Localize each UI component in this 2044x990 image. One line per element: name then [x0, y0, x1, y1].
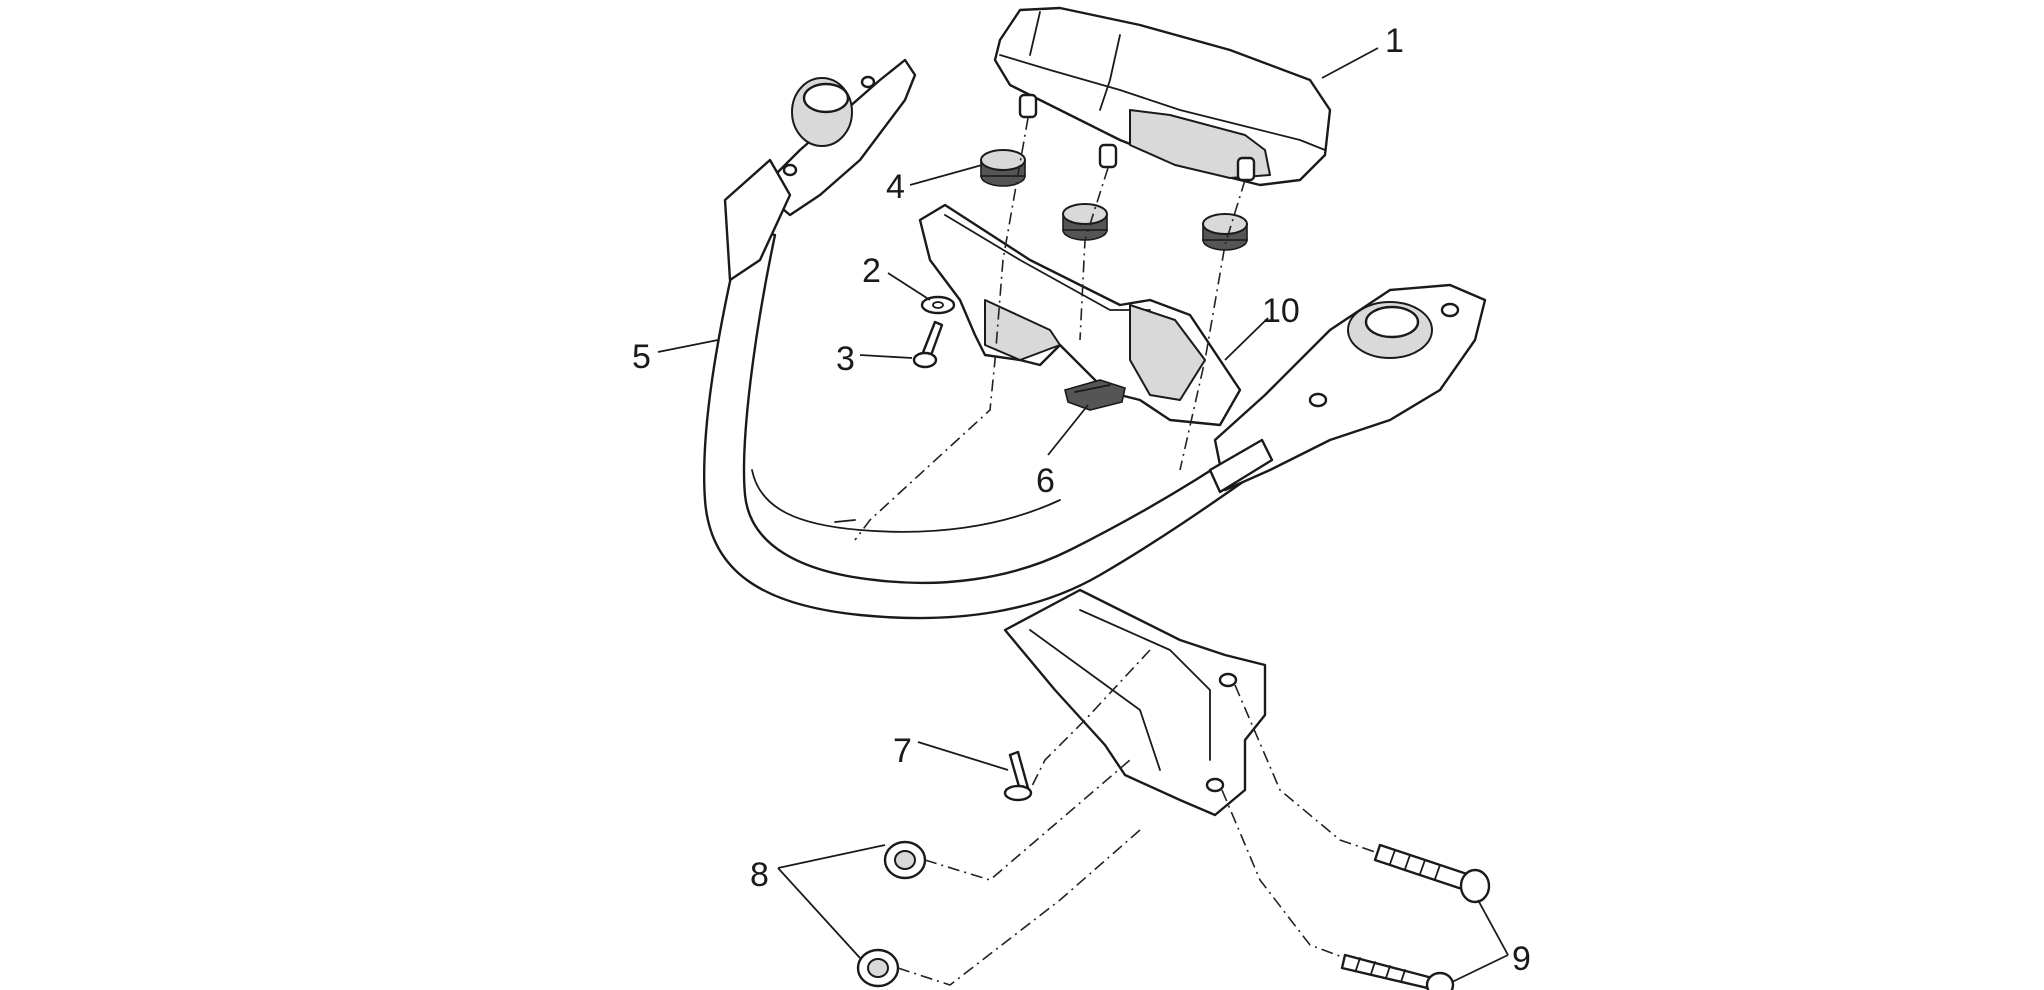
long-bolt-2 [1340, 953, 1455, 990]
nut-1 [883, 840, 927, 880]
lower-support-bracket [1003, 588, 1267, 817]
nut-2 [856, 948, 900, 988]
callout-5: 5 [632, 338, 651, 376]
callout-4: 4 [886, 168, 905, 206]
assembly-lines [854, 117, 1376, 986]
mounting-frame [702, 58, 1487, 620]
leader-lines [657, 47, 1509, 983]
callout-1: 1 [1385, 22, 1404, 60]
rubber-grommet-2 [1062, 203, 1108, 241]
washer [920, 295, 956, 315]
callout-9: 9 [1512, 940, 1531, 978]
callout-10: 10 [1262, 292, 1300, 330]
instrument-panel [993, 6, 1332, 187]
clip [1064, 379, 1126, 411]
screw-small [912, 320, 944, 369]
instrument-support-plate [918, 203, 1242, 427]
callout-3: 3 [836, 340, 855, 378]
bolt-small [1003, 750, 1033, 802]
callout-8: 8 [750, 856, 769, 894]
long-bolt-1 [1373, 843, 1491, 904]
callout-6: 6 [1036, 462, 1055, 500]
rubber-grommet-3 [1202, 213, 1248, 251]
rubber-grommet-1 [980, 149, 1026, 187]
callout-7: 7 [893, 732, 912, 770]
callout-2: 2 [862, 252, 881, 290]
